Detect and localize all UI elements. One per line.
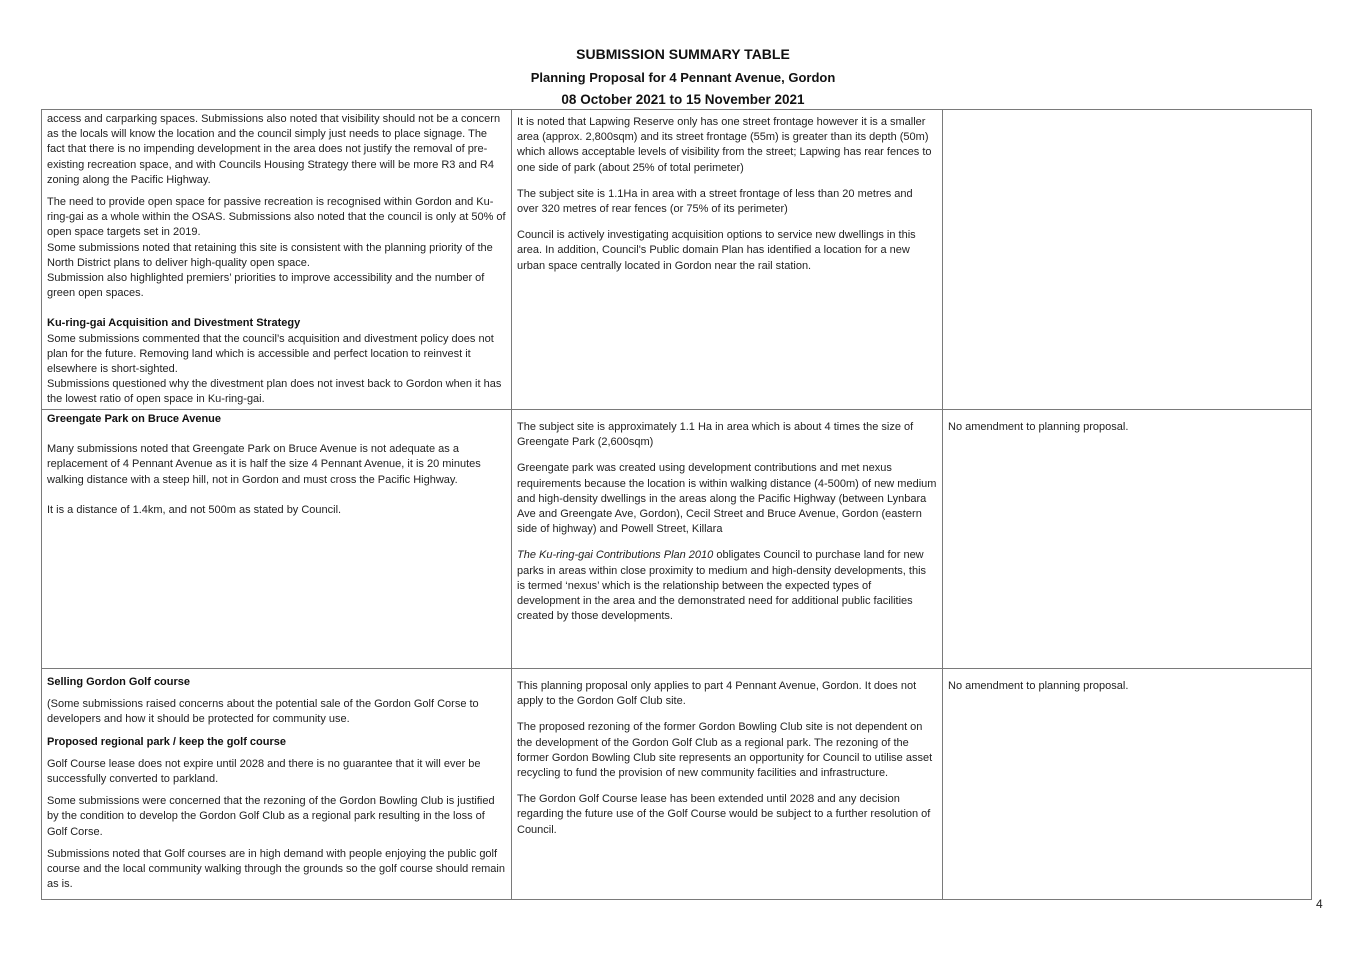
document-title: SUBMISSION SUMMARY TABLE xyxy=(576,46,790,62)
submission-heading: Proposed regional park / keep the golf c… xyxy=(47,735,287,748)
response-paragraph: The subject site is 1.1Ha in area with a… xyxy=(517,187,913,216)
page-number: 4 xyxy=(1316,897,1323,911)
response-paragraph: The Gordon Golf Course lease has been ex… xyxy=(517,793,931,836)
response-text: obligates Council to purchase land for n… xyxy=(517,549,927,623)
recommendation-cell: No amendment to planning proposal. xyxy=(942,409,1312,669)
submission-paragraph: The need to provide open space for passi… xyxy=(47,196,506,239)
submission-cell: Greengate Park on Bruce Avenue Many subm… xyxy=(41,409,512,669)
table-row: Greengate Park on Bruce Avenue Many subm… xyxy=(41,409,1312,669)
submission-heading: Selling Gordon Golf course xyxy=(47,676,191,688)
table-row: access and carparking spaces. Submission… xyxy=(41,109,1312,410)
response-paragraph: The proposed rezoning of the former Gord… xyxy=(517,721,933,780)
submission-paragraph: Many submissions noted that Greengate Pa… xyxy=(47,443,481,486)
submission-paragraph: Some submissions noted that retaining th… xyxy=(47,241,493,269)
response-paragraph: Greengate park was created using develop… xyxy=(517,462,937,536)
submission-paragraph: Submission also highlighted premiers’ pr… xyxy=(47,272,485,300)
response-paragraph: Council is actively investigating acquis… xyxy=(517,229,916,272)
recommendation-cell xyxy=(942,109,1312,410)
recommendation-cell: No amendment to planning proposal. xyxy=(942,668,1312,900)
plan-title: The Ku-ring-gai Contributions Plan 2010 xyxy=(517,549,714,562)
response-paragraph: It is noted that Lapwing Reserve only ha… xyxy=(517,116,932,174)
response-paragraph: This planning proposal only applies to p… xyxy=(517,680,917,708)
document-subtitle: Planning Proposal for 4 Pennant Avenue, … xyxy=(530,70,836,85)
submission-paragraph: Some submissions were concerned that the… xyxy=(47,795,495,838)
response-cell: The subject site is approximately 1.1 Ha… xyxy=(511,409,943,669)
submission-paragraph: (Some submissions raised concerns about … xyxy=(47,698,479,726)
table-row: Selling Gordon Golf course (Some submiss… xyxy=(41,668,1312,900)
submission-paragraph: It is a distance of 1.4km, and not 500m … xyxy=(47,503,342,516)
submission-paragraph: Submissions questioned why the divestmen… xyxy=(47,378,502,406)
response-cell: It is noted that Lapwing Reserve only ha… xyxy=(511,109,943,410)
submission-heading: Ku-ring-gai Acquisition and Divestment S… xyxy=(47,317,301,330)
response-cell: This planning proposal only applies to p… xyxy=(511,668,943,900)
submission-paragraph: access and carparking spaces. Submission… xyxy=(47,113,501,186)
submission-heading: Greengate Park on Bruce Avenue xyxy=(47,413,222,425)
submission-paragraph: Some submissions commented that the coun… xyxy=(47,332,494,376)
response-paragraph: The Ku-ring-gai Contributions Plan 2010 … xyxy=(517,548,937,624)
submission-paragraph: Golf Course lease does not expire until … xyxy=(47,757,481,786)
submission-cell: Selling Gordon Golf course (Some submiss… xyxy=(41,668,512,900)
document-date-range: 08 October 2021 to 15 November 2021 xyxy=(561,92,805,107)
submission-cell: access and carparking spaces. Submission… xyxy=(41,109,512,410)
response-paragraph: The subject site is approximately 1.1 Ha… xyxy=(517,421,914,449)
submission-summary-table: access and carparking spaces. Submission… xyxy=(41,109,1312,900)
submission-paragraph: Submissions noted that Golf courses are … xyxy=(47,847,505,891)
